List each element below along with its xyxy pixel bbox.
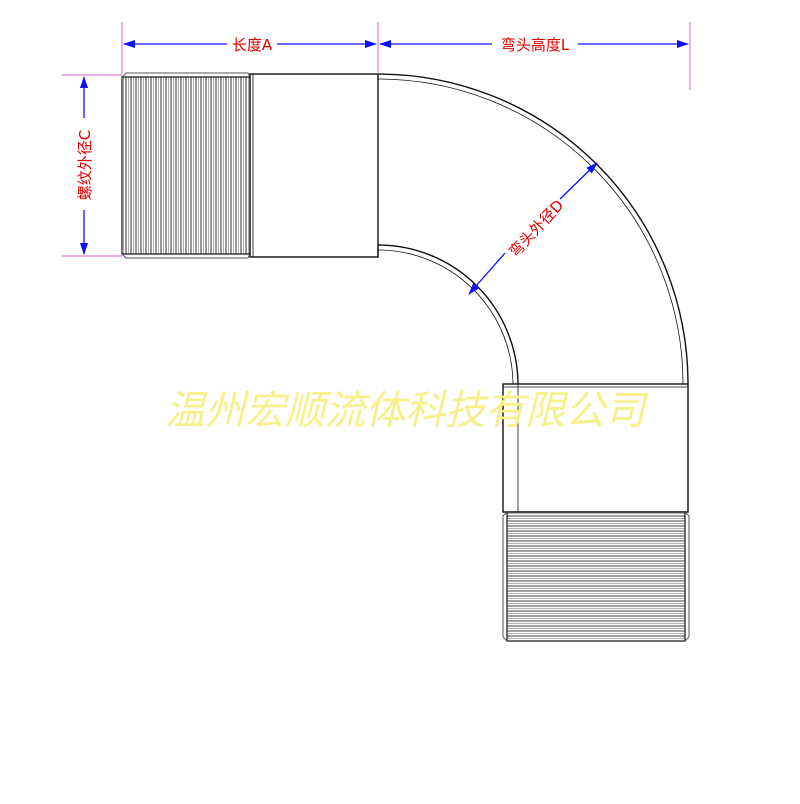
label-length-a: 长度A: [232, 36, 273, 54]
vertical-thread-section: [502, 511, 690, 642]
label-elbow-height-l: 弯头高度L: [501, 36, 570, 54]
horizontal-thread-section: [121, 72, 251, 259]
dimension-elbow-height-l: 弯头高度L: [379, 36, 689, 54]
company-watermark: 温州宏顺流体科技有限公司: [165, 388, 649, 434]
dimension-length-a: 长度A: [123, 36, 377, 54]
extension-lines: [62, 22, 691, 257]
label-thread-od-c: 螺纹外径C: [76, 130, 94, 200]
horizontal-pipe-body: [249, 73, 379, 258]
label-elbow-od-d: 弯头外径D: [505, 196, 567, 261]
dimension-thread-od-c: 螺纹外径C: [76, 76, 94, 255]
dimension-elbow-od-d: 弯头外径D: [468, 162, 598, 295]
